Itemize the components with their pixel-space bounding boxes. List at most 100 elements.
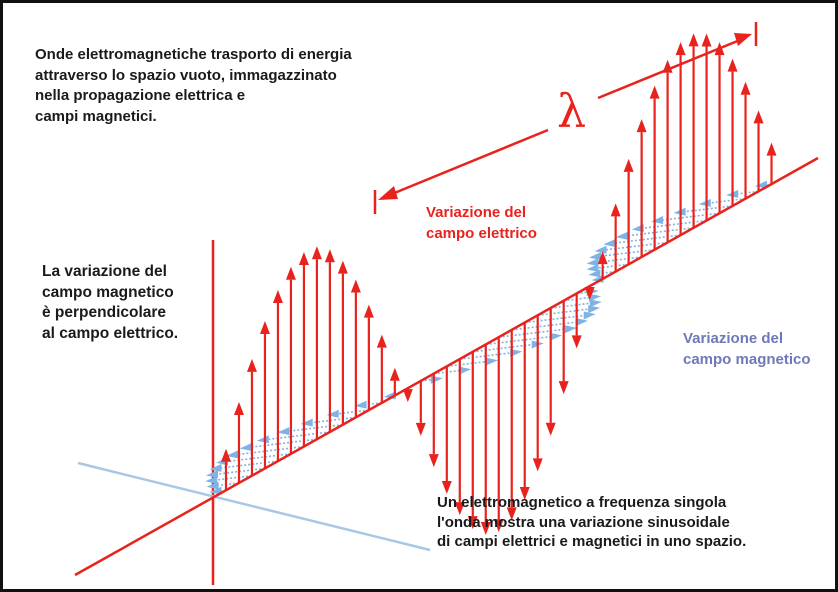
electric-arrowhead <box>701 33 712 47</box>
magnetic-field-arrow <box>498 328 565 338</box>
electric-arrowhead <box>506 507 517 521</box>
electric-arrowhead <box>584 287 595 301</box>
bottom-note-line: Un elettromagnetico a frequenza singola <box>437 494 727 511</box>
magnetic-field-arrow <box>221 460 279 469</box>
magnetic-arrowhead <box>239 443 252 452</box>
electric-arrowhead <box>649 85 660 99</box>
electric-arrowhead <box>376 334 387 348</box>
electric-arrowhead <box>688 33 699 47</box>
magnetic-field-arrow <box>615 234 681 244</box>
magnetic-field-arrow <box>600 248 655 257</box>
magnetic-arrowhead <box>209 463 222 472</box>
electric-arrowhead <box>363 304 374 318</box>
electric-arrowhead <box>571 335 582 349</box>
magnetic-arrowhead <box>564 325 577 334</box>
magnetic-arrowhead <box>510 348 523 357</box>
magnetic-field-arrow <box>524 314 584 324</box>
magnetic-arrowhead <box>589 293 602 302</box>
magnetic-arrowhead <box>549 332 562 341</box>
bottom-note: Un elettromagnetico a frequenza singola … <box>437 493 746 552</box>
magnetic-field-arrow <box>738 190 759 195</box>
magnetic-arrowhead <box>651 216 664 225</box>
electric-arrowhead <box>675 42 686 56</box>
bottom-note-line: di campi elettrici e magnetici in uno sp… <box>437 533 747 550</box>
magnetic-arrowhead <box>575 318 588 327</box>
magnetic-arrowhead <box>583 311 596 320</box>
magnetic-arrowhead <box>698 198 711 207</box>
electric-arrowhead <box>480 522 491 536</box>
electric-arrowhead <box>311 246 322 260</box>
electric-arrowhead <box>272 289 283 303</box>
magnetic-label-line: Variazione del <box>683 330 784 347</box>
magnetic-note-line: campo magnetico <box>42 283 174 301</box>
magnetic-field-arrow <box>472 343 532 353</box>
magnetic-plane-axis <box>77 461 431 552</box>
electric-arrowhead <box>766 142 777 156</box>
magnetic-arrowhead <box>326 409 339 418</box>
magnetic-arrowhead <box>277 427 290 436</box>
magnetic-arrowhead <box>206 470 219 479</box>
magnetic-field-arrow <box>217 474 253 481</box>
axes <box>77 240 431 585</box>
magnetic-field-arrow <box>251 438 318 448</box>
lambda-arrowhead-left <box>378 186 398 200</box>
magnetic-arrowhead <box>594 245 607 254</box>
electric-arrowhead <box>246 358 257 372</box>
electric-arrowhead <box>259 321 270 335</box>
magnetic-arrowhead <box>589 299 602 308</box>
magnetic-arrowhead <box>586 258 599 267</box>
magnetic-note-line: è perpendicolare <box>42 304 167 321</box>
magnetic-arrowhead <box>588 305 601 314</box>
electric-arrowhead <box>402 389 413 403</box>
electric-arrowhead <box>545 422 556 436</box>
magnetic-arrowhead <box>586 263 599 272</box>
electric-arrowhead <box>220 448 231 462</box>
magnetic-arrowhead <box>256 435 269 444</box>
electric-label-line: Variazione del <box>426 204 527 221</box>
electric-arrowhead <box>753 110 764 124</box>
intro-line: Onde elettromagnetiche trasporto di ener… <box>35 46 352 63</box>
electric-arrowhead <box>519 486 530 500</box>
magnetic-label-line: campo magnetico <box>683 350 811 368</box>
wavelength-indicator <box>373 22 758 214</box>
magnetic-arrowhead <box>205 475 218 484</box>
electric-arrowhead <box>454 502 465 516</box>
magnetic-note-line: La variazione del <box>42 263 167 280</box>
magnetic-field-arrow <box>218 482 240 487</box>
wavelength-symbol: λ <box>557 84 587 138</box>
magnetic-field-arrow <box>446 360 486 368</box>
intro-line: nella propagazione elettrica e <box>35 87 246 104</box>
electric-arrowhead <box>350 279 361 293</box>
electric-arrowhead <box>441 481 452 495</box>
electric-arrowhead <box>428 454 439 468</box>
magnetic-field-arrow <box>627 227 694 237</box>
magnetic-arrowhead <box>615 231 628 240</box>
intro-paragraph: Onde elettromagnetiche trasporto di ener… <box>35 45 352 127</box>
lambda-arrowhead-right <box>734 33 752 46</box>
magnetic-field-arrow <box>511 321 577 331</box>
electric-arrowhead <box>727 58 738 72</box>
intro-line: attraverso lo spazio vuoto, immagazzinat… <box>35 66 337 84</box>
electric-arrowhead <box>233 401 244 415</box>
electric-arrowhead <box>493 519 504 533</box>
magnetic-arrowhead <box>459 366 472 375</box>
electric-arrowhead <box>558 381 569 395</box>
magnetic-arrowhead <box>300 418 313 427</box>
magnetic-arrowhead <box>485 357 498 366</box>
electric-arrowhead <box>285 266 296 280</box>
magnetic-field-arrow <box>238 445 305 456</box>
electric-arrowhead <box>324 249 335 263</box>
electric-arrowhead <box>610 203 621 217</box>
electric-arrowhead <box>415 422 426 436</box>
lambda-arrow-right <box>597 38 741 100</box>
magnetic-note-line: al campo elettrico. <box>42 324 179 342</box>
electric-arrowhead <box>636 119 647 133</box>
magnetic-arrowhead <box>226 450 239 459</box>
magnetic-field-label: Variazione del campo magnetico <box>683 329 811 370</box>
electric-arrowhead <box>467 516 478 530</box>
intro-line: campi magnetici. <box>35 107 157 125</box>
lambda-arrow-left <box>391 128 549 196</box>
magnetic-note: La variazione del campo magnetico è perp… <box>42 262 178 344</box>
electric-arrowhead <box>532 458 543 472</box>
